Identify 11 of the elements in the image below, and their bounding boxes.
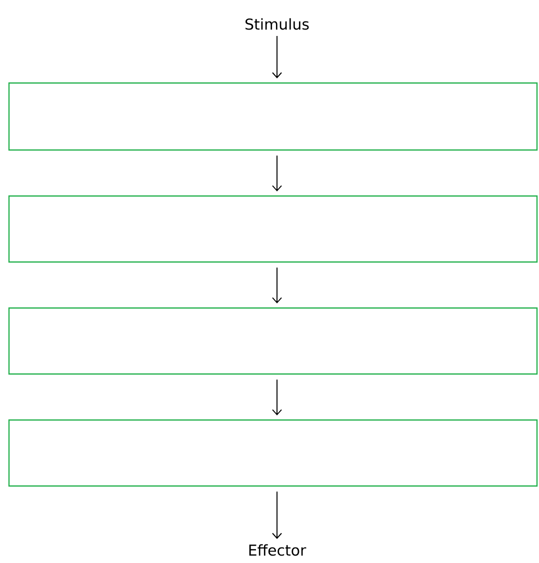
flow-text: Effector [249, 544, 306, 556]
empty-box [8, 307, 538, 375]
flow-text: Stimulus [246, 18, 309, 30]
arrow [272, 185, 282, 192]
arrow [272, 297, 282, 304]
empty-box [8, 82, 538, 151]
arrow [272, 532, 282, 540]
empty-box [8, 195, 538, 263]
arrow [272, 72, 282, 78]
arrow [272, 409, 282, 416]
empty-box [8, 419, 538, 487]
